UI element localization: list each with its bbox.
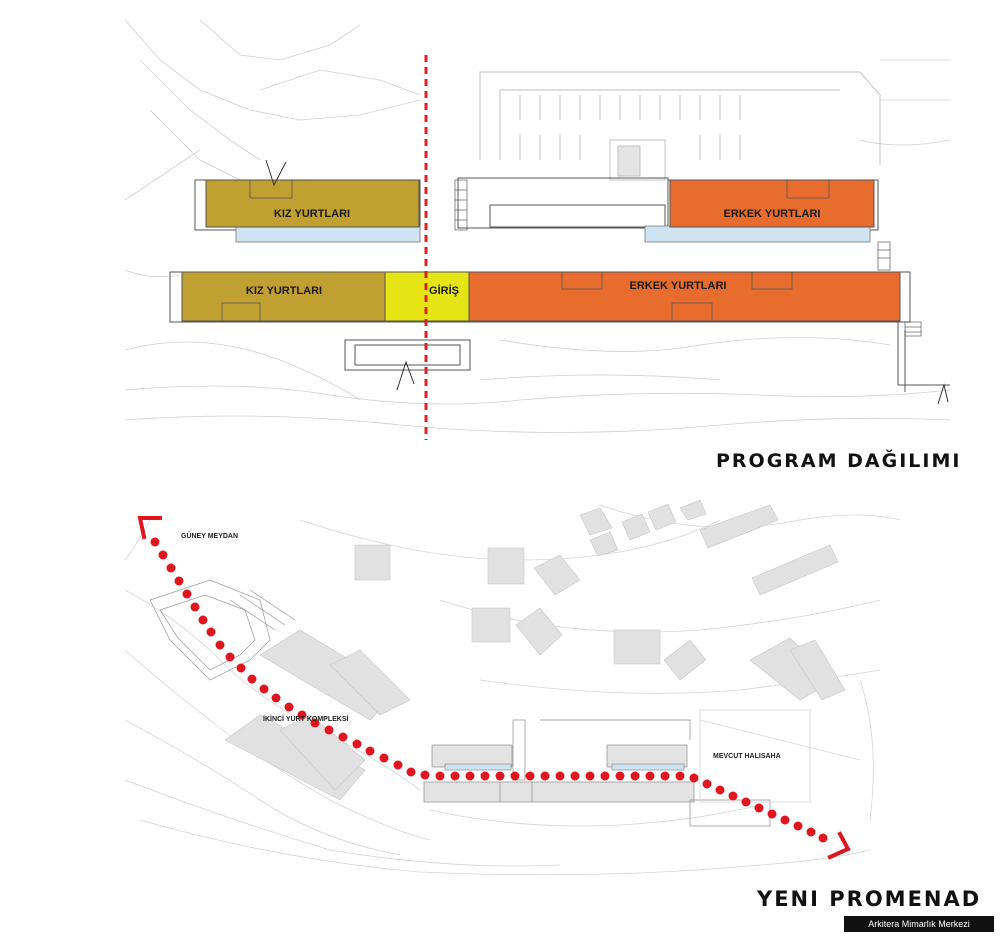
- parking-lot: [479, 71, 881, 181]
- svg-text:GİRİŞ: GİRİŞ: [429, 284, 459, 297]
- south-square-structures: [149, 579, 296, 681]
- section-markers: [265, 159, 949, 405]
- site-context-lines: [124, 19, 951, 433]
- program-block-girls-upper: KIZ YURTLARI: [205, 179, 420, 228]
- surrounding-buildings: [224, 499, 846, 801]
- promenade-path: [150, 537, 828, 843]
- program-block-girls-lower: KIZ YURTLARI: [181, 271, 386, 322]
- parking-stalls: [519, 95, 741, 160]
- program-plan-drawing: KIZ YURTLARI ERKEK YURTLARI KIZ YURTLARI…: [124, 19, 951, 440]
- program-block-boys-upper: ERKEK YURTLARI: [669, 179, 875, 228]
- credit-badge: Arkitera Mimarlık Merkezi: [844, 916, 994, 932]
- svg-text:KIZ YURTLARI: KIZ YURTLARI: [246, 285, 322, 297]
- dormitory-complex: [423, 709, 811, 827]
- label-existing-field: MEVCUT HALISAHA: [713, 753, 781, 760]
- program-block-boys-lower: ERKEK YURTLARI: [468, 271, 901, 322]
- label-second-complex: İKİNCİ YURT KOMPLEKSİ: [263, 715, 348, 723]
- program-plan-title: PROGRAM DAĞILIMI: [716, 450, 962, 472]
- promenade-arrowheads: [137, 516, 851, 860]
- svg-text:KIZ YURTLARI: KIZ YURTLARI: [274, 208, 350, 220]
- svg-text:ERKEK YURTLARI: ERKEK YURTLARI: [630, 280, 727, 292]
- stairs: [454, 179, 922, 337]
- label-south-square: GÜNEY MEYDAN: [181, 531, 238, 540]
- svg-text:ERKEK YURTLARI: ERKEK YURTLARI: [724, 208, 821, 220]
- promenade-title: YENI PROMENAD: [757, 887, 982, 911]
